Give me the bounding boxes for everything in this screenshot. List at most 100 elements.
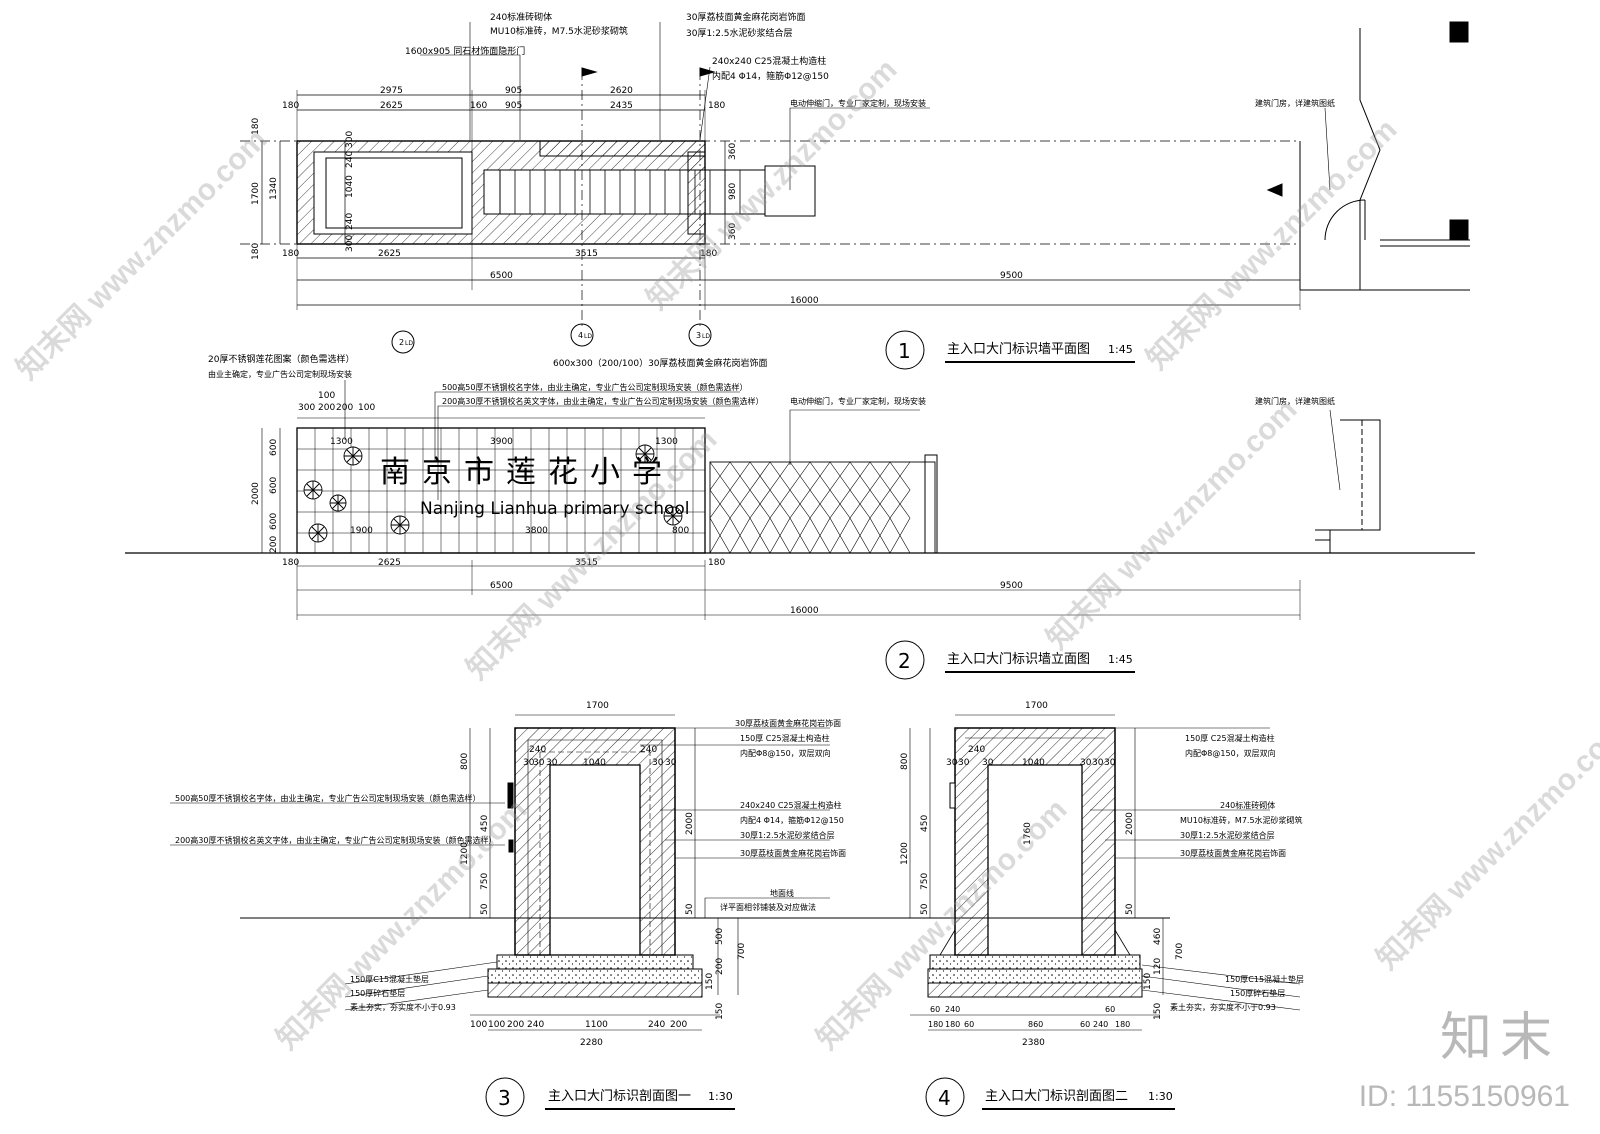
section-4-labels: 1700 30 30 240 30 1040 30 30 30 1760 800… [900,701,1304,1117]
elev-note: 建筑门房，详建筑图纸 [1255,396,1335,406]
dim: 120 [1153,958,1163,975]
dim: 905 [505,86,522,96]
dim: 30 [523,758,535,768]
dim: 3800 [525,526,548,536]
dim: 9500 [1000,581,1023,591]
dim: 1700 [1025,701,1048,711]
dim: 1700 [586,701,609,711]
dim: 2620 [610,86,633,96]
dim: 30 [1104,758,1116,768]
dim: 200 [715,958,725,975]
school-name-cn: 南京市莲花小学 [380,455,674,490]
elev-note: 20厚不锈钢莲花图案（颜色需选样） [208,353,354,365]
dim: 180 [282,249,299,259]
dim: 2000 [251,482,261,505]
dim: 100 [488,1020,505,1030]
dim: 180 [708,101,725,111]
lotus-flower [635,444,655,464]
title-number-circle [885,640,925,680]
title-number: 2 [898,649,911,673]
dim: 300 [345,131,355,148]
dim: 2280 [580,1038,603,1048]
dim: 200 [507,1020,524,1030]
title-number-circle [485,1077,525,1117]
svg-text:LD: LD [702,333,710,340]
view-title: 主入口大门标识剖面图二 [985,1089,1128,1104]
dim: 2625 [378,558,401,568]
dim: 180 [282,558,299,568]
dim: 2975 [380,86,403,96]
elev-note: 600x300（200/100）30厚荔枝面黄金麻花岗岩饰面 [553,357,768,369]
dim: 30 [652,758,664,768]
svg-text:LD: LD [405,340,413,347]
sec4-note: 内配Φ8@150，双层双向 [1185,748,1276,758]
dim: 50 [1125,903,1135,915]
building-column [1449,21,1469,43]
sign-letter [507,782,514,809]
elevation-labels: 20厚不锈钢莲花图案（颜色需选样） 由业主确定，专业广告公司定制现场安装 600… [208,353,1335,680]
dim: 1200 [900,842,910,865]
dim: 1040 [345,175,355,198]
svg-text:3: 3 [696,331,701,340]
view-title: 主入口大门标识墙立面图 [947,652,1090,667]
dim: 860 [1028,1020,1043,1029]
dim: 60 [1080,1020,1090,1029]
dim: 700 [1175,943,1185,960]
dim: 50 [920,903,930,915]
dim: 450 [480,815,490,832]
dim: 30 [1080,758,1092,768]
dim: 240 [640,745,657,755]
elev-note: 由业主确定，专业广告公司定制现场安装 [208,369,352,379]
title-number: 1 [898,339,911,363]
svg-text:4: 4 [578,331,583,340]
dim: 30 [665,758,677,768]
dim: 240 [968,745,985,755]
plan-note: MU10标准砖，M7.5水泥砂浆砌筑 [490,25,628,37]
dim: 1300 [330,437,353,447]
elev-note: 200高30厚不锈钢校名英文字体，由业主确定，专业广告公司定制现场安装（颜色需选… [442,396,763,406]
plan-note: 1600x905 同石材饰面隐形门 [405,45,525,57]
dim: 500 [715,928,725,945]
dim: 1040 [1022,758,1045,768]
dim: 450 [920,815,930,832]
title-number-circle [885,330,925,370]
sec3-note: 150厚 C25混凝土构造柱 [740,733,830,743]
plan-note: 30厚荔枝面黄金麻花岗岩饰面 [686,11,805,23]
dim: 30 [946,758,958,768]
dim: 30 [546,758,558,768]
dim: 150 [1143,973,1153,990]
section-symbol: 4 LD [570,323,594,347]
section-symbol: 2 LD [391,330,415,354]
dim: 200 [670,1020,687,1030]
dim: 9500 [1000,271,1023,281]
dim: 60 [964,1020,974,1029]
elevation-gate [709,461,936,554]
dim: 800 [672,526,689,536]
svg-text:2: 2 [399,338,404,347]
lotus-flower [390,515,410,535]
sec3-note: 内配Φ8@150，双层双向 [740,748,831,758]
dim: 750 [920,873,930,890]
dim: 200 [269,536,279,553]
dim: 150 [1153,1003,1163,1020]
dim: 240 [345,151,355,168]
sec3-note: 详平面相邻铺装及对应做法 [720,902,816,912]
view-scale: 1:45 [1108,653,1133,666]
dim: 160 [470,101,487,111]
view-title: 主入口大门标识剖面图一 [548,1089,691,1104]
plan-view [240,21,1470,330]
sec4-note: 素土夯实，夯实度不小于0.93 [1170,1002,1276,1012]
section-3-labels: 1700 30 30 240 30 1040 240 30 30 800 450… [175,701,846,1117]
sec3-note: 30厚1:2.5水泥砂浆结合层 [740,830,835,840]
dim: 180 [251,243,261,260]
dim: 2000 [1125,812,1135,835]
dim: 150 [705,973,715,990]
dim: 1040 [583,758,606,768]
sec3-note: 240x240 C25混凝土构造柱 [740,800,842,810]
sec4-note: 30厚荔枝面黄金麻花岗岩饰面 [1180,848,1286,858]
dim: 905 [505,101,522,111]
plan-note: 30厚1:2.5水泥砂浆结合层 [686,27,793,39]
lotus-flower [329,494,347,512]
